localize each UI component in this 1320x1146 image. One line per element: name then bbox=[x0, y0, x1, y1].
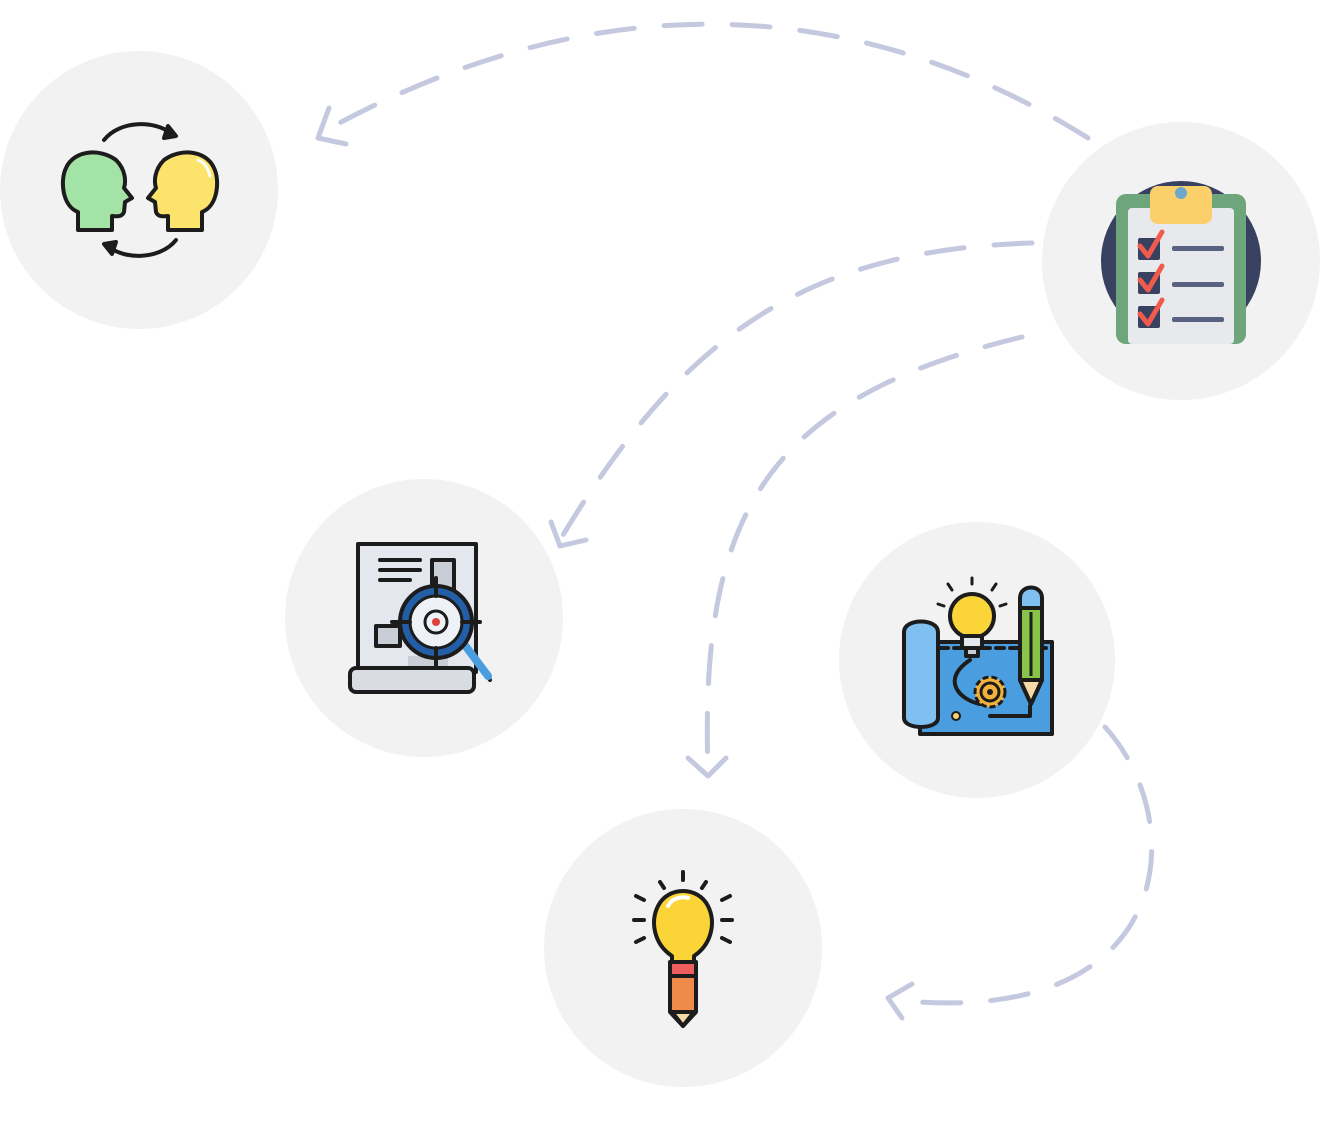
node-exchange-ideas bbox=[0, 51, 278, 329]
connector-checklist-to-research bbox=[548, 240, 1035, 549]
connector-blueprint-to-idea bbox=[885, 724, 1155, 1021]
connector-checklist-to-idea bbox=[685, 334, 1025, 779]
clipboard-checklist-icon bbox=[1101, 181, 1261, 344]
node-blueprint bbox=[839, 522, 1115, 798]
node-checklist bbox=[1042, 122, 1320, 400]
lightbulb-pencil-icon bbox=[632, 870, 734, 1028]
node-idea bbox=[544, 809, 822, 1087]
node-circle bbox=[0, 51, 278, 329]
heads-exchange-icon bbox=[60, 122, 220, 258]
blueprint-plan-icon bbox=[902, 576, 1054, 736]
node-research bbox=[285, 479, 563, 757]
connectors bbox=[315, 21, 1155, 1021]
document-magnifier-icon bbox=[348, 542, 492, 694]
connector-checklist-to-exchange bbox=[315, 21, 1091, 147]
